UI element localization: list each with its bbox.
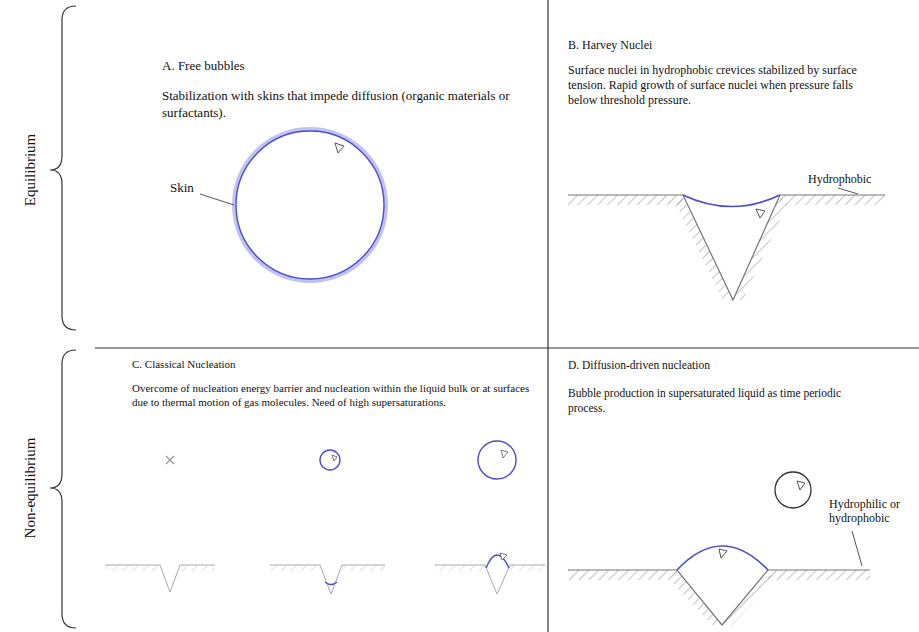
panel: C. Classical NucleationOvercome of nucle… — [132, 358, 532, 409]
part-label: Skin — [168, 180, 196, 196]
panel-heading: C. Classical Nucleation — [132, 358, 532, 372]
crevice-surface — [568, 195, 885, 300]
free-bubble — [234, 129, 386, 281]
leader-line — [852, 531, 862, 566]
panel: A. Free bubblesStabilization with skins … — [162, 58, 532, 121]
leader-line — [838, 188, 858, 194]
panel-text: Overcome of nucleation energy barrier an… — [132, 382, 532, 410]
crevice-surface — [568, 472, 870, 625]
divider-line — [547, 0, 548, 632]
part-label: Hydrophilic or hydrophobic — [827, 497, 915, 526]
curly-bracket — [50, 350, 76, 628]
leader-line — [200, 194, 234, 205]
panel-text: Bubble production in supersaturated liqu… — [568, 386, 868, 415]
bracket-label: Equilibrium — [21, 132, 39, 209]
panel: B. Harvey NucleiSurface nuclei in hydrop… — [568, 38, 868, 108]
bracket-label: Non-equilibrium — [21, 436, 39, 541]
panel-text: Stabilization with skins that impede dif… — [162, 88, 532, 121]
curly-bracket — [50, 6, 76, 330]
panel-heading: D. Diffusion-driven nucleation — [568, 358, 868, 372]
panel-heading: A. Free bubbles — [162, 58, 532, 74]
nucleation-stages — [105, 441, 545, 594]
part-label: Hydrophobic — [806, 172, 873, 186]
divider-line — [95, 347, 919, 348]
panel-heading: B. Harvey Nuclei — [568, 38, 868, 53]
panel: D. Diffusion-driven nucleationBubble pro… — [568, 358, 868, 415]
panel-text: Surface nuclei in hydrophobic crevices s… — [568, 63, 868, 108]
